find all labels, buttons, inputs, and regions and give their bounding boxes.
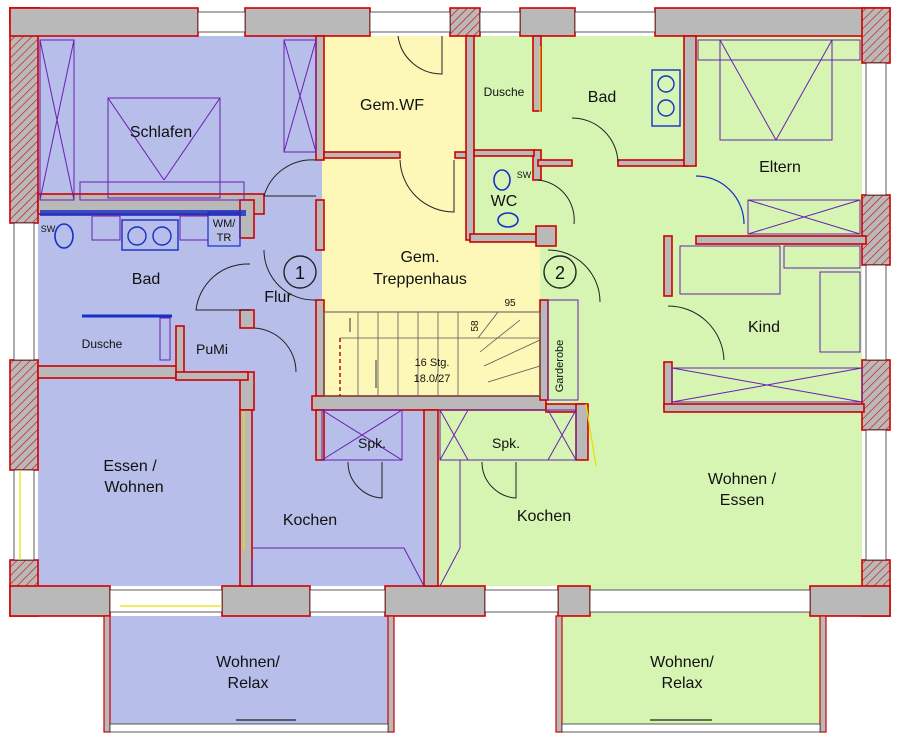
room-fills — [38, 36, 862, 724]
unit2-kitchen — [430, 400, 600, 586]
label-dusche-left: Dusche — [82, 337, 123, 351]
gemwf-area — [322, 36, 470, 156]
unit-markers — [283, 255, 577, 289]
label-stufen-line1: 16 Stg. — [415, 357, 450, 369]
label-spk-right: Spk. — [492, 435, 520, 451]
label-wc: WC — [491, 193, 518, 210]
label-tr: TR — [217, 232, 232, 244]
label-unit-2: 2 — [555, 263, 565, 283]
label-treppe-line1: Gem. — [400, 249, 439, 266]
outer-walls — [9, 7, 891, 617]
unit2-balcony — [562, 616, 822, 724]
label-kind: Kind — [748, 319, 780, 336]
label-essen-line1: Essen / — [103, 458, 157, 475]
label-dim-95: 95 — [504, 298, 516, 309]
label-unit-1: 1 — [295, 263, 305, 283]
interior-walls — [37, 35, 867, 587]
label-bad-left: Bad — [132, 271, 160, 288]
label-dusche-right: Dusche — [484, 85, 525, 99]
label-dim-58: 58 — [470, 320, 481, 332]
label-relax-left-line2: Relax — [228, 675, 269, 692]
label-pumi: PuMi — [196, 341, 228, 357]
label-schlafen: Schlafen — [130, 124, 192, 141]
label-stufen-line2: 18.0/27 — [414, 373, 451, 385]
label-kochen-right: Kochen — [517, 508, 571, 525]
label-eltern: Eltern — [759, 159, 801, 176]
label-bad-right: Bad — [588, 89, 616, 106]
label-gemwf: Gem.WF — [360, 97, 424, 114]
label-spk-left: Spk. — [358, 435, 386, 451]
label-wm: WM/ — [213, 218, 237, 230]
unit-boundaries — [19, 46, 597, 607]
doors — [195, 35, 745, 499]
label-flur: Flur — [264, 289, 292, 306]
label-relax-right-line2: Relax — [662, 675, 703, 692]
label-sw-left: SW — [41, 224, 56, 234]
label-wohnen-essen-line1: Wohnen / — [708, 471, 777, 488]
room-labels: Schlafen Bad Dusche PuMi WM/ TR SW Flur … — [41, 85, 801, 692]
label-treppe-line2: Treppenhaus — [373, 271, 467, 288]
label-garderobe: Garderobe — [554, 340, 566, 393]
furniture — [39, 39, 863, 587]
windows — [13, 11, 887, 613]
unit-1-marker — [283, 255, 317, 289]
label-kochen-left: Kochen — [283, 512, 337, 529]
balconies — [103, 615, 827, 733]
unit2-area-top — [470, 36, 862, 236]
label-sw-right: SW — [517, 170, 532, 180]
label-relax-left-line1: Wohnen/ — [216, 654, 280, 671]
label-wohnen-essen-line2: Essen — [720, 492, 764, 509]
label-essen-line2: Wohnen — [104, 479, 163, 496]
unit1-kitchen-extension — [240, 400, 430, 586]
label-relax-right-line1: Wohnen/ — [650, 654, 714, 671]
unit1-balcony — [108, 616, 390, 724]
unit-2-marker — [543, 255, 577, 289]
staircase — [323, 311, 541, 397]
